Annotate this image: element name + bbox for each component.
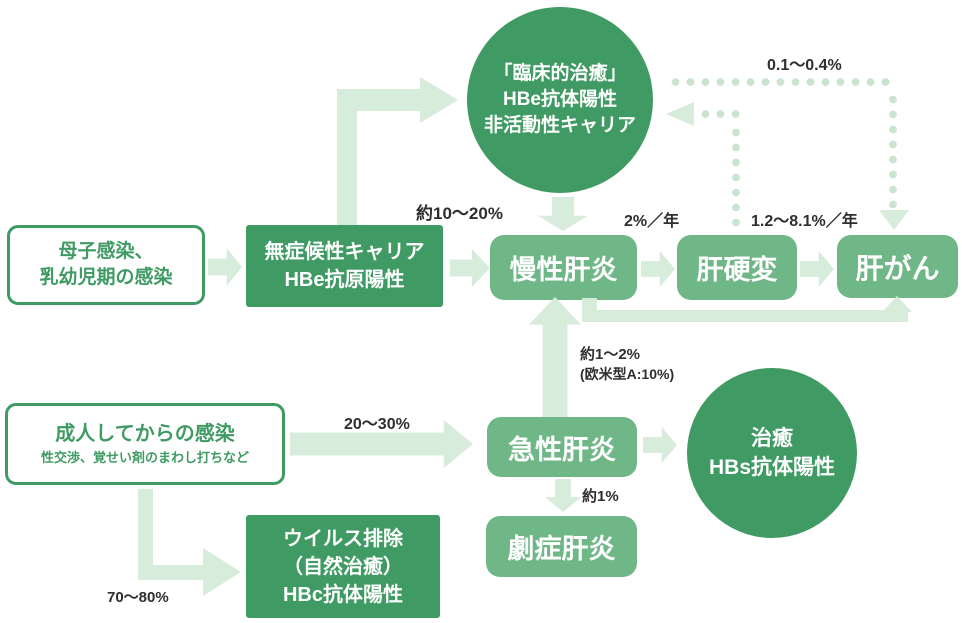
arrow-cirrhosis-to-cancer — [800, 251, 834, 287]
arrow-acute-to-cure — [643, 427, 677, 463]
arrow-carrier-to-cure-elbow-vertical — [337, 89, 357, 225]
dotted-line-cirrhosis-to-cure-horizontal — [698, 110, 740, 118]
label-carrier-to-chronic-rate: 約10〜20% — [416, 204, 503, 223]
chronic-hepatitis-box: 慢性肝炎 — [490, 235, 637, 300]
asymptomatic-carrier-line: HBe抗原陽性 — [284, 269, 405, 291]
virus-clearance-box: ウイルス排除 （自然治癒） HBc抗体陽性 — [246, 515, 440, 618]
virus-clearance-line: HBc抗体陽性 — [282, 583, 403, 606]
label-adult-to-clearance-rate: 70〜80% — [107, 589, 169, 606]
label-adult-to-acute-rate: 20〜30% — [344, 416, 410, 433]
asymptomatic-carrier-line: 無症候性キャリア — [264, 241, 425, 263]
label-acute-to-chronic-rate: 約1〜2% — [580, 346, 641, 363]
cirrhosis-box: 肝硬変 — [677, 235, 797, 300]
acute-hepatitis-box: 急性肝炎 — [487, 417, 637, 477]
label-cure-to-cancer-rate: 0.1〜0.4% — [767, 57, 842, 74]
label-acute-to-fulminant-rate: 約1% — [582, 488, 619, 505]
fulminant-hepatitis-label: 劇症肝炎 — [507, 534, 616, 564]
cirrhosis-label: 肝硬変 — [696, 255, 778, 285]
arrow-cure-circle-to-chronic — [538, 197, 588, 231]
dotted-line-cure-to-cancer-horizontal — [668, 78, 894, 86]
adult-infection-subtitle: 性交渉、覚せい剤のまわし打ちなど — [40, 450, 249, 465]
liver-cancer-box: 肝がん — [837, 235, 958, 298]
virus-clearance-line: （自然治癒） — [283, 555, 403, 578]
connector-chronic-to-cancer-left-stub — [582, 298, 597, 312]
arrow-adult-to-clearance-head — [203, 548, 241, 596]
arrow-carrier-to-cure-head — [420, 77, 458, 123]
arrow-acute-to-fulminant — [545, 479, 581, 512]
asymptomatic-carrier-box: 無症候性キャリア HBe抗原陽性 — [246, 225, 443, 307]
cure-line: 治癒 — [751, 427, 793, 450]
arrow-adult-to-clearance-horizontal — [138, 565, 203, 580]
mother-child-line: 母子感染、 — [58, 241, 154, 262]
clinical-cure-circle: 「臨床的治癒」 HBe抗体陽性 非活動性キャリア — [467, 7, 653, 193]
clinical-cure-line: 非活動性キャリア — [483, 115, 636, 136]
connector-chronic-to-cancer-bar — [582, 310, 908, 322]
arrow-mother-to-carrier — [208, 248, 242, 286]
clinical-cure-line: HBe抗体陽性 — [502, 89, 617, 110]
arrow-acute-to-chronic — [529, 297, 581, 417]
label-chronic-to-cirrhosis-rate: 2%／年 — [624, 213, 680, 230]
virus-clearance-line: ウイルス排除 — [283, 527, 403, 550]
adult-infection-box: 成人してからの感染 性交渉、覚せい剤のまわし打ちなど — [5, 403, 285, 485]
dotted-arrowhead-into-cancer — [879, 210, 909, 230]
adult-infection-title: 成人してからの感染 — [55, 423, 235, 445]
fulminant-hepatitis-box: 劇症肝炎 — [486, 516, 637, 577]
arrow-adult-to-clearance-vertical — [138, 489, 153, 580]
mother-child-infection-box: 母子感染、 乳幼児期の感染 — [7, 225, 205, 305]
arrow-chronic-to-cirrhosis — [641, 251, 675, 287]
cure-line: HBs抗体陽性 — [708, 456, 835, 479]
mother-child-line: 乳幼児期の感染 — [39, 267, 173, 288]
label-cirrhosis-to-cancer-rate: 1.2〜8.1%／年 — [751, 213, 858, 230]
chronic-hepatitis-label: 慢性肝炎 — [509, 255, 618, 285]
arrow-carrier-to-chronic — [450, 249, 490, 287]
label-acute-to-chronic-note: (欧米型A:10%) — [580, 366, 675, 382]
arrow-carrier-to-cure-elbow-horizontal — [337, 89, 420, 111]
dotted-line-cure-to-cancer-vertical — [889, 92, 897, 208]
dotted-line-cirrhosis-to-cure-vertical — [732, 125, 740, 230]
dotted-arrowhead-into-cure-circle — [666, 102, 694, 126]
clinical-cure-line: 「臨床的治癒」 — [493, 63, 627, 84]
acute-hepatitis-label: 急性肝炎 — [508, 434, 616, 465]
cure-circle: 治癒 HBs抗体陽性 — [687, 368, 857, 538]
connector-chronic-to-cancer-head — [882, 296, 912, 312]
liver-cancer-label: 肝がん — [855, 252, 940, 284]
